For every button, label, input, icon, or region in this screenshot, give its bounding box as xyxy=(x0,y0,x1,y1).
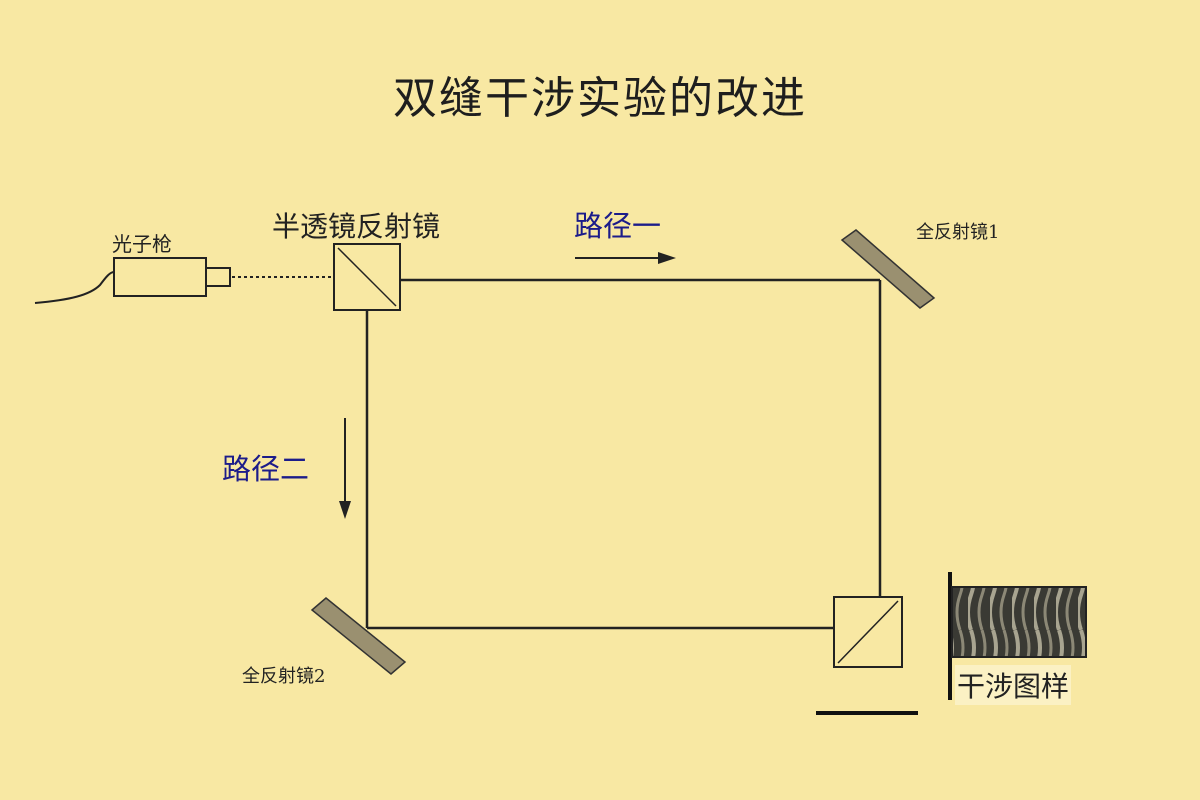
beam-splitter-1-diagonal xyxy=(337,247,397,307)
interference-pattern-image xyxy=(951,586,1087,658)
photon-gun-cable xyxy=(34,271,115,304)
path-two-arrowhead xyxy=(339,501,351,519)
photon-gun-label: 光子枪 xyxy=(112,232,172,256)
beam-splitter-label: 半透镜反射镜 xyxy=(272,210,441,243)
diagram-title: 双缝干涉实验的改进 xyxy=(393,73,807,124)
full-mirror-1 xyxy=(840,229,936,309)
beam-splitter-2-diagonal xyxy=(837,600,899,664)
photon-gun-body xyxy=(113,257,207,297)
photon-gun-nozzle xyxy=(205,267,231,287)
full-mirror-2-label: 全反射镜2 xyxy=(242,666,326,687)
path-one-arrowhead xyxy=(658,252,676,264)
full-mirror-1-label: 全反射镜1 xyxy=(916,222,1000,243)
interference-pattern-label: 干涉图样 xyxy=(955,665,1072,705)
beam-splitter-2 xyxy=(833,596,903,668)
path-two-label: 路径二 xyxy=(222,452,310,486)
full-mirror-2 xyxy=(310,597,407,675)
path-one-label: 路径一 xyxy=(574,209,662,243)
